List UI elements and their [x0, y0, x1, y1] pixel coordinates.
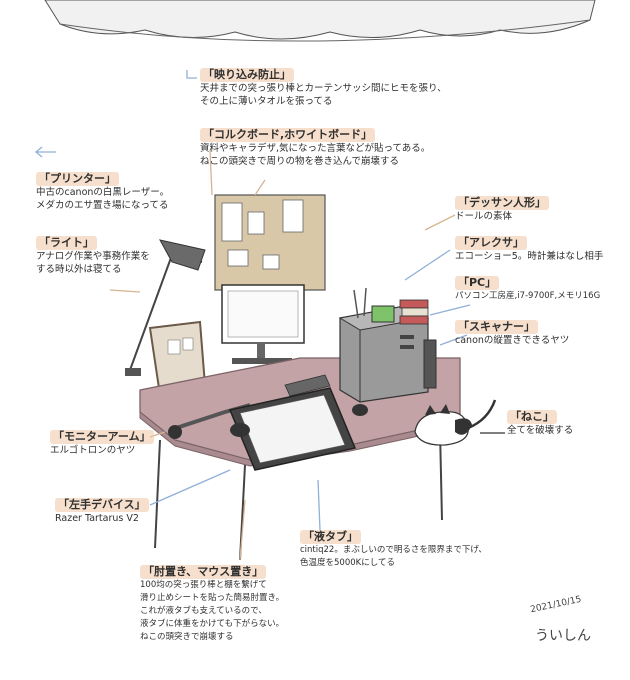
note-title: 「ライト」: [36, 236, 97, 250]
note-line: 資料やキャラデザ,気になった言葉などが貼ってある。: [200, 143, 431, 154]
note-title: 「左手デバイス」: [55, 498, 149, 512]
note-title: 「コルクボード,ホワイトボード」: [200, 128, 376, 142]
left-hand-device: [230, 423, 250, 437]
note-line: ねこの頭突きで崩壊する: [140, 632, 234, 642]
note-line: 100均の突っ張り棒と棚を繋げて: [140, 580, 267, 590]
monitor: [221, 284, 305, 364]
note-line: 色温度を5000Kにしてる: [300, 558, 395, 568]
alexa-device: [371, 305, 395, 323]
note-title: 「映り込み防止」: [200, 68, 294, 82]
cat: [414, 399, 497, 446]
note-line: ドールの素体: [455, 211, 513, 222]
note-left-device: 「左手デバイス」 Razer Tartarus V2: [55, 498, 149, 525]
note-dessin-doll: 「デッサン人形」 ドールの素体: [455, 196, 549, 223]
note-line: その上に薄いタオルを張ってる: [200, 96, 333, 107]
note-cat: 「ねこ」 全てを破壊する: [507, 410, 573, 437]
note-line: Razer Tartarus V2: [55, 513, 139, 524]
note-line: する時以外は寝てる: [36, 264, 122, 275]
note-line: メダカのエサ置き場になってる: [36, 200, 169, 211]
note-scanner: 「スキャナー」 canonの縦置きできるヤツ: [455, 320, 569, 347]
pen-tablet: [228, 387, 357, 471]
note-title: 「液タブ」: [300, 530, 361, 544]
note-title: 「ねこ」: [507, 410, 557, 424]
annotation-arrows: [34, 70, 505, 561]
book-stack: [399, 299, 429, 325]
curtain: [44, 0, 596, 42]
note-line: アナログ作業や事務作業を: [36, 251, 150, 262]
note-line: パソコン工房産,i7-9700F,メモリ16G: [455, 291, 601, 301]
note-line: エコーショー5。時計兼はなし相手: [455, 251, 604, 262]
note-line: これが液タブも支えているので、: [140, 606, 267, 616]
note-title: 「デッサン人形」: [455, 196, 549, 210]
note-printer: 「プリンター」 中古のcanonの白黒レーザー。 メダカのエサ置き場になってる: [36, 172, 169, 212]
note-line: 滑り止めシートを貼った簡易肘置き。: [140, 593, 285, 603]
artist-signature: ういしん: [535, 628, 591, 644]
note-title: 「プリンター」: [36, 172, 119, 186]
cork-board: [214, 194, 326, 291]
note-line: 液タブに体重をかけても下がらない。: [140, 619, 285, 629]
note-title: 「モニターアーム」: [50, 430, 154, 444]
keyboard: [284, 374, 331, 397]
note-alexa: 「アレクサ」 エコーショー5。時計兼はなし相手: [455, 236, 603, 263]
note-line: エルゴトロンのヤツ: [50, 445, 136, 456]
note-title: 「アレクサ」: [455, 236, 527, 250]
note-light: 「ライト」 アナログ作業や事務作業を する時以外は寝てる: [36, 236, 150, 276]
scanner: [423, 339, 437, 389]
note-line: canonの縦置きできるヤツ: [455, 335, 570, 346]
note-title: 「PC」: [455, 276, 500, 290]
note-line: ねこの頭突きで周りの物を巻き込んで崩壊する: [200, 156, 400, 167]
note-line: 天井までの突っ張り棒とカーテンサッシ間にヒモを張り、: [200, 83, 447, 94]
note-monitor-arm: 「モニターアーム」 エルゴトロンのヤツ: [50, 430, 154, 457]
note-line: cintiq22。まぶしいので明るさを限界まで下げ、: [300, 545, 487, 555]
desk-lamp: [125, 239, 206, 376]
note-pc: 「PC」 パソコン工房産,i7-9700F,メモリ16G: [455, 276, 600, 303]
note-arm-rest: 「肘置き、マウス置き」 100均の突っ張り棒と棚を繋げて 滑り止めシートを貼った…: [140, 565, 284, 644]
note-anti-reflection: 「映り込み防止」 天井までの突っ張り棒とカーテンサッシ間にヒモを張り、 その上に…: [200, 68, 447, 108]
note-title: 「肘置き、マウス置き」: [140, 565, 267, 579]
note-line: 中古のcanonの白黒レーザー。: [36, 187, 170, 198]
note-cork-board: 「コルクボード,ホワイトボード」 資料やキャラデザ,気になった言葉などが貼ってあ…: [200, 128, 430, 168]
mouse: [352, 404, 368, 416]
note-pen-tablet: 「液タブ」 cintiq22。まぶしいので明るさを限界まで下げ、 色温度を500…: [300, 530, 487, 570]
note-line: 全てを破壊する: [507, 425, 574, 436]
note-title: 「スキャナー」: [455, 320, 538, 334]
